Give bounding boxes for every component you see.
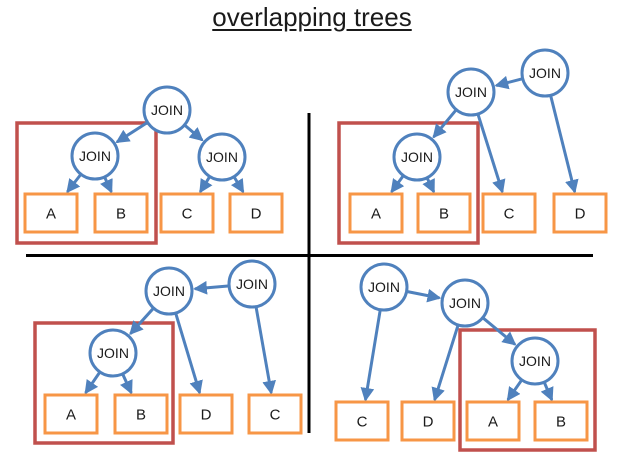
leaf-node-label: C: [182, 205, 193, 222]
join-node-label: JOIN: [151, 102, 183, 118]
leaf-node-label: A: [371, 205, 381, 222]
leaf-node-label: A: [488, 413, 498, 430]
leaf-node-label: A: [46, 205, 56, 222]
tree-edge: [66, 173, 82, 194]
tree-edge: [100, 176, 113, 194]
leaf-node: [93, 192, 149, 234]
leaf-node-label: C: [270, 406, 281, 423]
join-node: [520, 48, 570, 98]
leaf-node: [178, 393, 234, 435]
leaf-node: [552, 192, 608, 234]
leaf-node: [400, 400, 456, 442]
join-node: [446, 67, 496, 117]
join-node: [510, 336, 560, 386]
tree-edge: [193, 280, 230, 295]
tree-edge: [174, 312, 203, 395]
tree-edge: [129, 307, 155, 336]
join-node-label: JOIN: [153, 283, 185, 299]
tree-edge: [406, 288, 442, 303]
join-node: [440, 278, 490, 328]
join-node-label: JOIN: [206, 149, 238, 165]
leaf-node-label: C: [357, 413, 368, 430]
leaf-node: [416, 192, 472, 234]
quadrant-dividers: [26, 113, 593, 433]
leaf-node: [465, 400, 521, 442]
tree-edge: [506, 379, 523, 402]
tree-edge: [481, 316, 517, 346]
tree-edge: [360, 309, 382, 402]
quadrant-top-right: JOIN JOIN JOIN A B C D: [337, 48, 608, 245]
quadrant-top-left: JOIN JOIN JOIN A B C D: [15, 85, 284, 245]
quadrant-bottom-right: JOIN JOIN JOIN C D A B: [334, 262, 597, 452]
leaf-node-label: D: [575, 205, 586, 222]
leaf-node-label: B: [556, 413, 566, 430]
tree-edge: [231, 176, 245, 194]
tree-edge: [549, 94, 579, 194]
tree-edge: [422, 177, 435, 194]
join-node: [197, 132, 247, 182]
leaf-node: [159, 192, 215, 234]
leaf-node-label: C: [504, 205, 515, 222]
join-node: [70, 131, 120, 181]
leaf-node-label: D: [423, 413, 434, 430]
join-node: [144, 266, 194, 316]
highlight-box: [458, 328, 597, 452]
leaf-node: [348, 192, 404, 234]
join-node-label: JOIN: [401, 149, 433, 165]
tree-edge: [540, 381, 554, 402]
tree-edge: [431, 324, 460, 402]
leaf-node: [228, 192, 284, 234]
leaf-node-label: B: [116, 205, 126, 222]
leaf-node: [247, 393, 303, 435]
leaf-node: [43, 393, 99, 435]
leaf-node: [23, 192, 79, 234]
leaf-node: [481, 192, 537, 234]
tree-edge: [183, 124, 204, 142]
join-node: [142, 85, 192, 135]
join-node: [227, 259, 277, 309]
join-node-label: JOIN: [529, 65, 561, 81]
join-node: [359, 262, 409, 312]
page-title: overlapping trees: [212, 2, 412, 32]
join-node-label: JOIN: [368, 279, 400, 295]
tree-edge: [432, 108, 458, 139]
join-node-label: JOIN: [79, 148, 111, 164]
join-node: [88, 328, 138, 378]
tree-edge: [390, 174, 405, 194]
tree-edge: [84, 371, 101, 395]
join-node-label: JOIN: [236, 276, 268, 292]
quadrant-bottom-left: JOIN JOIN JOIN A B D C: [33, 259, 303, 445]
leaf-node-label: D: [201, 406, 212, 423]
tree-edge: [254, 306, 276, 395]
leaf-node: [334, 400, 390, 442]
join-node-label: JOIN: [97, 345, 129, 361]
tree-edge: [120, 373, 133, 395]
highlight-box: [15, 121, 158, 245]
leaf-node-label: A: [66, 406, 76, 423]
join-node-label: JOIN: [519, 353, 551, 369]
leaf-node-label: B: [439, 205, 449, 222]
leaf-node: [113, 393, 169, 435]
leaf-node-label: D: [251, 205, 262, 222]
join-node-label: JOIN: [455, 84, 487, 100]
highlight-box: [337, 121, 480, 245]
leaf-node: [533, 400, 589, 442]
tree-edge: [199, 175, 213, 194]
tree-edge: [115, 121, 149, 143]
join-node-label: JOIN: [449, 295, 481, 311]
join-node: [392, 132, 442, 182]
tree-edge: [476, 113, 506, 194]
leaf-node-label: B: [136, 406, 146, 423]
highlight-box: [33, 321, 175, 445]
tree-edge: [494, 75, 524, 90]
